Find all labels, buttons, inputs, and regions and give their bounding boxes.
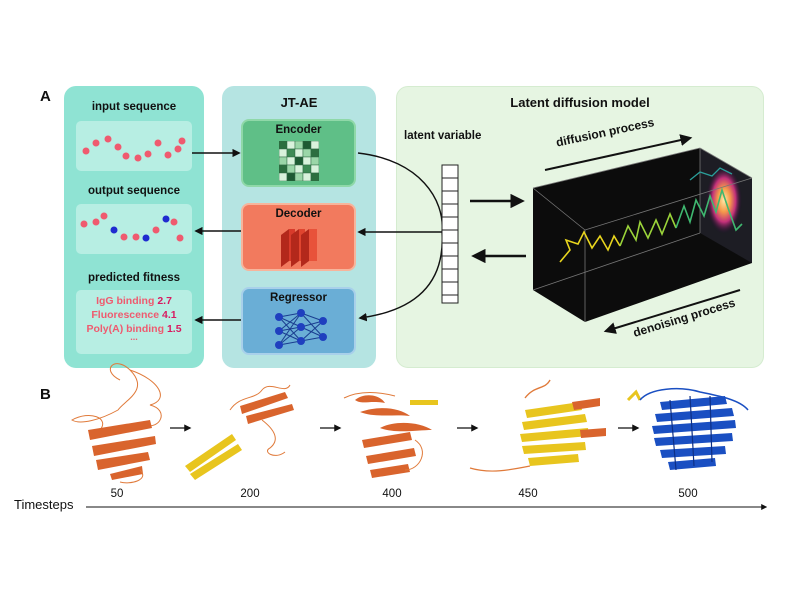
encoder-matrix-icon	[279, 141, 319, 181]
decoder-label: Decoder	[275, 208, 322, 220]
regressor-label: Regressor	[270, 292, 327, 304]
timesteps-label: Timesteps	[14, 497, 74, 512]
protein-structure-500	[626, 387, 749, 471]
encoder-label: Encoder	[275, 124, 322, 136]
fitness-box: IgG binding 2.7 Fluorescence 4.1 Poly(A)…	[76, 290, 192, 354]
encoder-box: Encoder	[241, 119, 356, 187]
neural-network-icon	[275, 309, 327, 349]
output-sequence-box	[76, 204, 192, 254]
decoder-box: Decoder	[241, 203, 356, 271]
latent-space-box	[532, 147, 753, 322]
protein-structure-200	[185, 384, 294, 480]
panel-a-label: A	[40, 88, 51, 105]
tick-label: 400	[382, 488, 402, 500]
predicted-fitness-title: predicted fitness	[87, 272, 181, 284]
fitness-ellipsis: ...	[130, 332, 138, 342]
latent-diffusion-title: Latent diffusion model	[510, 95, 650, 110]
tick-label: 200	[240, 488, 260, 500]
input-sequence-dots	[82, 135, 186, 162]
regressor-box: Regressor	[241, 287, 356, 355]
protein-structure-450	[469, 379, 606, 472]
latent-variable-label: latent variable	[404, 130, 482, 142]
tick-label: 500	[678, 488, 698, 500]
latent-variable-vector	[441, 164, 459, 304]
fitness-row: Poly(A) binding 1.5	[86, 323, 182, 335]
output-sequence-dots	[80, 212, 184, 242]
fitness-row: Fluorescence 4.1	[91, 309, 177, 321]
diffusion-process-arrow	[544, 134, 693, 171]
fitness-row: IgG binding 2.7	[96, 295, 172, 307]
tick-label: 50	[110, 488, 124, 500]
panel-b-label: B	[40, 386, 51, 403]
input-sequence-box	[76, 121, 192, 171]
decoder-layers-icon	[281, 229, 317, 267]
protein-structure-400	[343, 392, 438, 478]
tick-label: 450	[518, 488, 538, 500]
jtae-title: JT-AE	[280, 95, 318, 110]
input-sequence-title: input sequence	[91, 101, 177, 113]
denoising-process-arrow	[603, 289, 741, 334]
output-sequence-title: output sequence	[87, 185, 180, 197]
protein-structure-50	[71, 363, 162, 484]
